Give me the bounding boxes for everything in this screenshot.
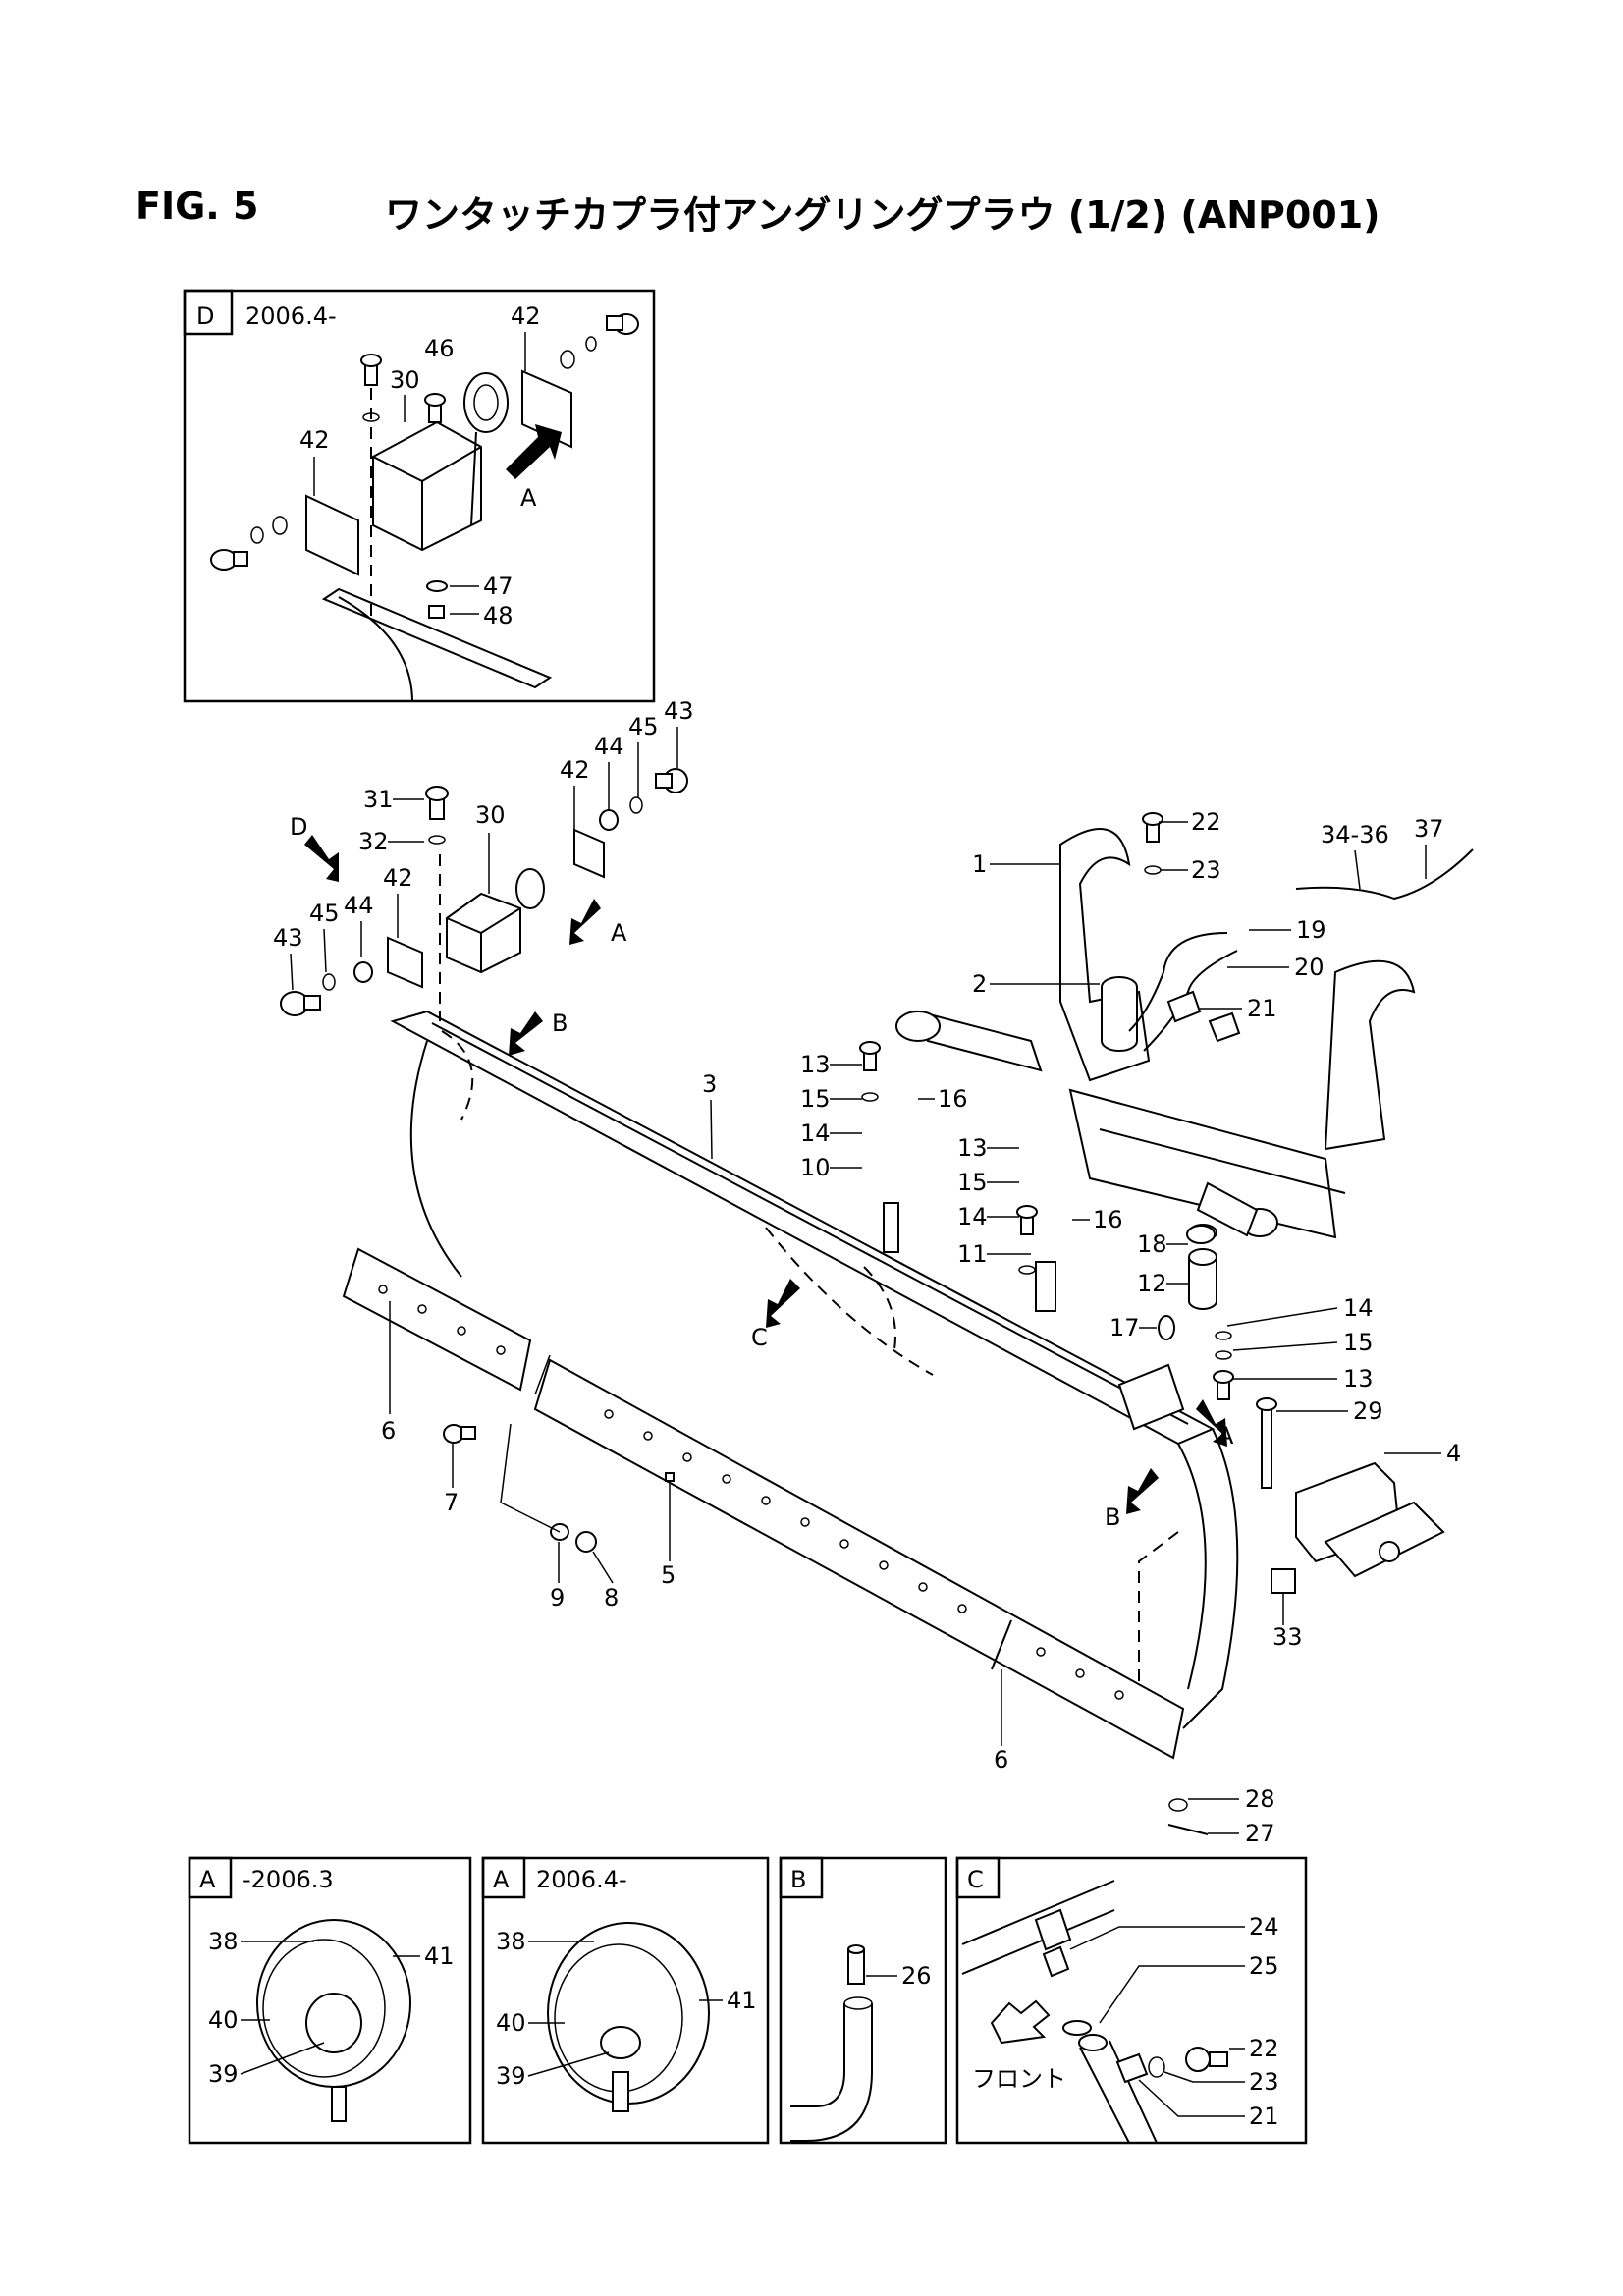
callout-19: 19 [1296, 916, 1326, 944]
callout-10: 10 [800, 1154, 831, 1181]
callout-16-a: 16 [938, 1085, 968, 1113]
callout-13-c: 13 [1343, 1365, 1374, 1393]
view-arrow-b-label-top: B [552, 1010, 568, 1037]
inset-a-old: A -2006.3 38 41 40 39 [188, 1856, 472, 2145]
callout-8: 8 [604, 1584, 619, 1612]
callout-6-left: 6 [381, 1417, 396, 1445]
callout-41-a-new: 41 [727, 1987, 757, 2014]
callout-44-main-left: 44 [344, 892, 374, 919]
callout-45-main-left: 45 [309, 900, 340, 927]
callout-42-main-right: 42 [560, 756, 590, 784]
callout-25: 25 [1249, 1952, 1279, 1980]
callout-14-b: 14 [957, 1203, 988, 1230]
callout-44-main-right: 44 [594, 733, 624, 760]
inset-a-old-letter: A [199, 1866, 216, 1893]
callout-13-a: 13 [800, 1051, 831, 1078]
callout-42-d-left: 42 [299, 426, 330, 454]
figure-number: FIG. 5 [135, 185, 259, 228]
callout-38-a-new: 38 [496, 1928, 526, 1955]
view-arrow-a-label-right: A [1217, 1422, 1234, 1449]
inset-a-new-letter: A [493, 1866, 510, 1893]
main-assembly: D A B C A B 31 32 30 42 44 45 43 42 44 4… [273, 697, 1474, 1847]
callout-24: 24 [1249, 1913, 1279, 1941]
callout-21-main: 21 [1247, 995, 1277, 1022]
view-arrow-c-label: C [751, 1324, 768, 1351]
callout-18: 18 [1137, 1230, 1167, 1258]
view-arrow-a-label-top: A [611, 919, 627, 947]
callout-15-c: 15 [1343, 1329, 1374, 1356]
callout-32: 32 [358, 828, 389, 855]
callout-3: 3 [702, 1070, 717, 1098]
callout-16-b: 16 [1093, 1206, 1123, 1233]
callout-9: 9 [550, 1584, 565, 1612]
inset-a-new: A 2006.4- 38 41 40 39 [481, 1856, 770, 2145]
callout-7: 7 [444, 1489, 459, 1516]
callout-21-c: 21 [1249, 2103, 1279, 2130]
callout-23-main: 23 [1191, 856, 1221, 884]
inset-d-date: 2006.4- [245, 302, 337, 330]
callout-4: 4 [1446, 1440, 1461, 1467]
callout-30-d: 30 [390, 366, 420, 394]
callout-1: 1 [972, 850, 987, 878]
callout-15-b: 15 [957, 1169, 988, 1196]
callout-41-a-old: 41 [424, 1942, 455, 1970]
callout-15-a: 15 [800, 1085, 831, 1113]
callout-31: 31 [363, 786, 394, 813]
callout-12: 12 [1137, 1270, 1167, 1297]
inset-d-letter: D [196, 302, 214, 330]
view-arrow-b-label-right: B [1105, 1503, 1120, 1531]
callout-43-main-right: 43 [664, 697, 694, 725]
callout-22-main: 22 [1191, 808, 1221, 836]
inset-c: C フロント 24 25 22 23 21 [955, 1856, 1308, 2145]
callout-20: 20 [1294, 954, 1325, 981]
callout-13-b: 13 [957, 1134, 988, 1162]
callout-17: 17 [1109, 1314, 1140, 1341]
inset-c-front-label: フロント [972, 2065, 1066, 2093]
callout-2: 2 [972, 970, 987, 998]
callout-a-inset-d: A [520, 484, 537, 512]
callout-14-c: 14 [1343, 1294, 1374, 1322]
callout-5: 5 [661, 1561, 676, 1589]
callout-40-a-new: 40 [496, 2009, 526, 2037]
callout-33: 33 [1272, 1623, 1303, 1651]
callout-45-main-right: 45 [628, 713, 659, 740]
callout-40-a-old: 40 [208, 2006, 239, 2034]
inset-a-new-date: 2006.4- [536, 1866, 627, 1893]
callout-29: 29 [1353, 1397, 1383, 1425]
callout-38-a-old: 38 [208, 1928, 239, 1955]
callout-22-c: 22 [1249, 2035, 1279, 2062]
inset-a-old-date: -2006.3 [243, 1866, 334, 1893]
inset-d: D 2006.4- A 42 30 46 [183, 289, 656, 703]
figure-title: ワンタッチカプラ付アングリングプラウ (1/2) (ANP001) [385, 193, 1380, 237]
inset-b: B 26 [779, 1856, 947, 2145]
callout-39-a-new: 39 [496, 2062, 526, 2090]
callout-37: 37 [1414, 815, 1444, 843]
callout-48-d: 48 [483, 602, 514, 629]
callout-42-main-left: 42 [383, 864, 413, 892]
callout-26: 26 [901, 1962, 932, 1990]
callout-30-main: 30 [475, 801, 506, 829]
callout-43-main-left: 43 [273, 924, 303, 952]
callout-23-c: 23 [1249, 2068, 1279, 2096]
callout-42-d-right: 42 [511, 302, 541, 330]
callout-34-36: 34-36 [1321, 821, 1389, 848]
callout-47-d: 47 [483, 573, 514, 600]
callout-39-a-old: 39 [208, 2060, 239, 2088]
inset-c-letter: C [967, 1866, 984, 1893]
callout-14-a: 14 [800, 1120, 831, 1147]
callout-46-d: 46 [424, 335, 455, 362]
callout-6-bottom: 6 [994, 1746, 1008, 1774]
callout-27: 27 [1245, 1820, 1275, 1847]
callout-28: 28 [1245, 1785, 1275, 1813]
view-arrow-d-label: D [290, 813, 307, 841]
callout-11: 11 [957, 1240, 988, 1268]
inset-b-letter: B [790, 1866, 806, 1893]
